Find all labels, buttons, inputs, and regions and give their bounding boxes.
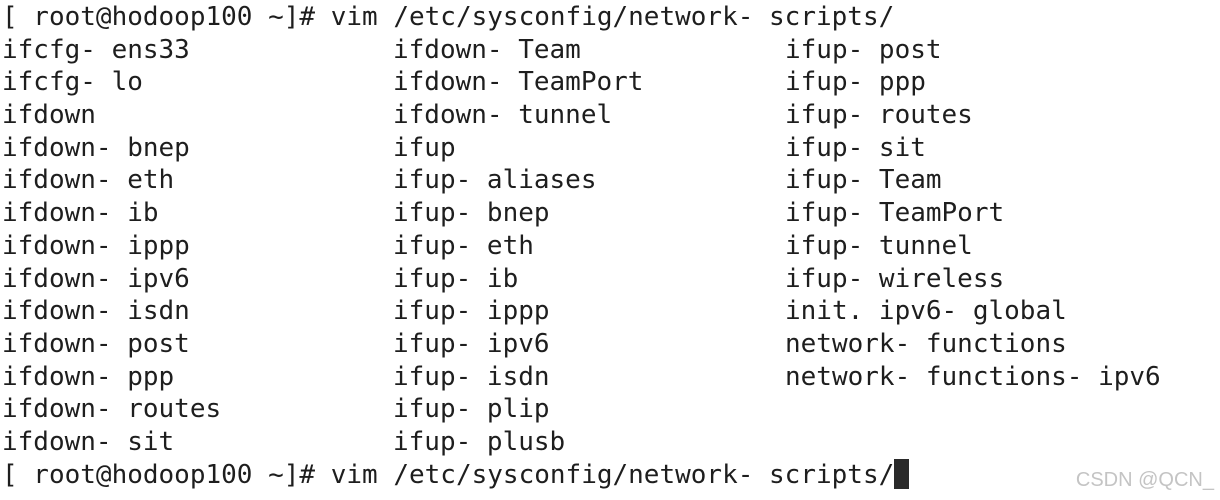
file-name: ifup- ippp (393, 296, 550, 327)
file-name: ifdown- sit (2, 426, 175, 457)
file-name: ifup (393, 132, 456, 163)
command-line: [ root@hodoop100 ~]# vim /etc/sysconfig/… (2, 1, 909, 34)
listing-row: ifdown ifdown- tunnel ifup- routes (2, 99, 973, 132)
file-name: ifdown- bnep (2, 132, 190, 163)
file-name: ifup- eth (393, 230, 534, 261)
file-name: ifup- routes (785, 100, 973, 131)
listing-row: ifdown- sit ifup- plusb (2, 426, 909, 459)
file-name: network- functions- ipv6 (785, 361, 1161, 392)
command-input[interactable]: vim /etc/sysconfig/network- scripts/ (330, 459, 895, 490)
file-name: ifup- Team (785, 165, 942, 196)
file-name: ifup- TeamPort (785, 198, 1005, 229)
file-name: ifup- wireless (785, 263, 1005, 294)
listing-row: ifdown- post ifup- ipv6 network- functions (2, 328, 1067, 361)
file-name: ifup- aliases (393, 165, 597, 196)
listing-row: ifdown- bnep ifup ifup- sit (2, 132, 926, 165)
file-name: ifdown- TeamPort (393, 67, 644, 98)
file-name: ifcfg- lo (2, 67, 143, 98)
watermark: CSDN @QCN_ (1075, 469, 1214, 491)
listing-row: ifdown- ippp ifup- eth ifup- tunnel (2, 230, 973, 263)
text-cursor (894, 458, 910, 489)
command: vim /etc/sysconfig/network- scripts/ (330, 2, 895, 32)
prompt: [ root@hodoop100 ~]# (2, 2, 331, 32)
file-name: network- functions (785, 328, 1067, 359)
file-name: ifup- plip (393, 394, 550, 425)
listing-row: ifdown- ib ifup- bnep ifup- TeamPort (2, 197, 1004, 230)
file-name: ifup- ipv6 (393, 328, 550, 359)
file-name: ifdown (2, 100, 96, 131)
file-name: ifup- isdn (393, 361, 550, 392)
file-name: init. ipv6- global (785, 296, 1067, 327)
file-name: ifdown- isdn (2, 296, 190, 327)
file-name: ifup- plusb (393, 426, 566, 457)
prompt: [ root@hodoop100 ~]# (2, 459, 331, 490)
file-name: ifdown- post (2, 328, 190, 359)
file-name: ifup- bnep (393, 198, 550, 229)
file-name: ifdown- ppp (2, 361, 175, 392)
file-name: ifdown- eth (2, 165, 175, 196)
file-name: ifup- ppp (785, 67, 926, 98)
file-name: ifup- post (785, 34, 942, 65)
file-name: ifcfg- ens33 (2, 34, 190, 65)
file-name: ifdown- ippp (2, 230, 190, 261)
listing-row: ifcfg- ens33 ifdown- Team ifup- post (2, 34, 942, 67)
file-name: ifdown- Team (393, 34, 581, 65)
listing-row: ifcfg- lo ifdown- TeamPort ifup- ppp (2, 66, 926, 99)
file-name: ifup- ib (393, 263, 519, 294)
file-name: ifup- sit (785, 132, 926, 163)
listing-row: ifdown- ipv6 ifup- ib ifup- wireless (2, 263, 1004, 296)
file-name: ifdown- tunnel (393, 100, 613, 131)
current-command-line[interactable]: [ root@hodoop100 ~]# vim /etc/sysconfig/… (2, 458, 910, 492)
file-name: ifdown- routes (2, 394, 222, 425)
file-name: ifup- tunnel (785, 230, 973, 261)
listing-row: ifdown- routes ifup- plip (2, 393, 909, 426)
listing-row: ifdown- ppp ifup- isdn network- functions-… (2, 361, 1161, 394)
terminal-output[interactable]: [ root@hodoop100 ~]# vim /etc/sysconfig/… (2, 1, 1161, 492)
listing-row: ifdown- eth ifup- aliases ifup- Team (2, 164, 942, 197)
file-name: ifdown- ib (2, 198, 159, 229)
listing-row: ifdown- isdn ifup- ippp init. ipv6- global (2, 295, 1067, 328)
file-name: ifdown- ipv6 (2, 263, 190, 294)
